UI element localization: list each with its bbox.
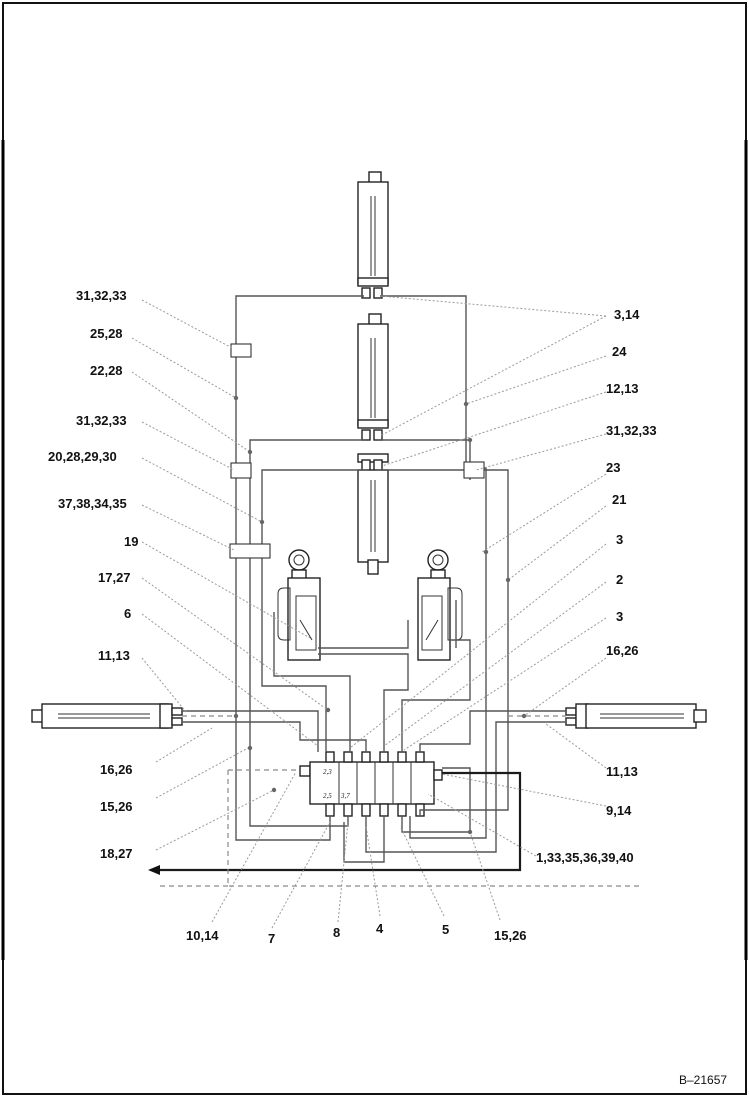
cylinder-lower (357, 453, 389, 575)
control-handle-right (417, 549, 463, 661)
callout-1-33-35-36-39-40: 1,33,35,36,39,40 (536, 850, 634, 865)
control-valve (299, 751, 443, 817)
callout-11-13-right: 11,13 (606, 764, 638, 779)
callout-16-26-right: 16,26 (606, 643, 639, 658)
callout-31-32-33-right: 31,32,33 (606, 423, 657, 438)
clamp-1 (230, 343, 252, 358)
cylinder-top (357, 171, 389, 299)
callout-25-28: 25,28 (90, 326, 123, 341)
callout-8: 8 (333, 925, 340, 940)
clamp-2 (230, 462, 252, 479)
callout-31-32-33-a: 31,32,33 (76, 288, 127, 303)
leader-lines (131, 295, 607, 929)
callout-19: 19 (124, 534, 138, 549)
control-handle-left (277, 549, 321, 661)
callout-3-lower: 3 (616, 609, 623, 624)
callout-3-14: 3,14 (614, 307, 640, 322)
callout-9-14: 9,14 (606, 803, 632, 818)
callout-23: 23 (606, 460, 620, 475)
cylinder-left-horizontal (31, 703, 183, 729)
callout-20-28-29-30: 20,28,29,30 (48, 449, 117, 464)
callout-12-13: 12,13 (606, 381, 639, 396)
callout-7: 7 (268, 931, 275, 946)
callout-5: 5 (442, 922, 449, 937)
callout-37-38-34-35: 37,38,34,35 (58, 496, 127, 511)
clamp-4 (463, 461, 485, 479)
hose-routing (148, 295, 640, 887)
valve-label-2: 2,5 (323, 792, 332, 800)
callout-11-13-left: 11,13 (98, 648, 130, 663)
callout-3-upper: 3 (616, 532, 623, 547)
callout-15-26-left: 15,26 (100, 799, 133, 814)
valve-ports-top (325, 751, 425, 763)
callout-4: 4 (376, 921, 384, 936)
callout-17-27: 17,27 (98, 570, 131, 585)
cylinder-right-horizontal (565, 703, 707, 729)
callout-6: 6 (124, 606, 131, 621)
callout-22-28: 22,28 (90, 363, 123, 378)
callout-2: 2 (616, 572, 623, 587)
figure-reference: B–21657 (679, 1073, 727, 1087)
valve-ports-bottom (325, 803, 425, 817)
callout-24: 24 (612, 344, 627, 359)
callout-16-26-left: 16,26 (100, 762, 133, 777)
cylinder-middle (357, 313, 389, 441)
valve-label-1: 2,3 (323, 768, 332, 776)
callout-10-14: 10,14 (186, 928, 219, 943)
connection-points (233, 395, 527, 835)
callout-21: 21 (612, 492, 626, 507)
callout-15-26-bottom: 15,26 (494, 928, 527, 943)
callout-18-27: 18,27 (100, 846, 133, 861)
clamp-3 (229, 543, 271, 559)
valve-label-3: 3,7 (340, 792, 350, 800)
callout-31-32-33-b: 31,32,33 (76, 413, 127, 428)
